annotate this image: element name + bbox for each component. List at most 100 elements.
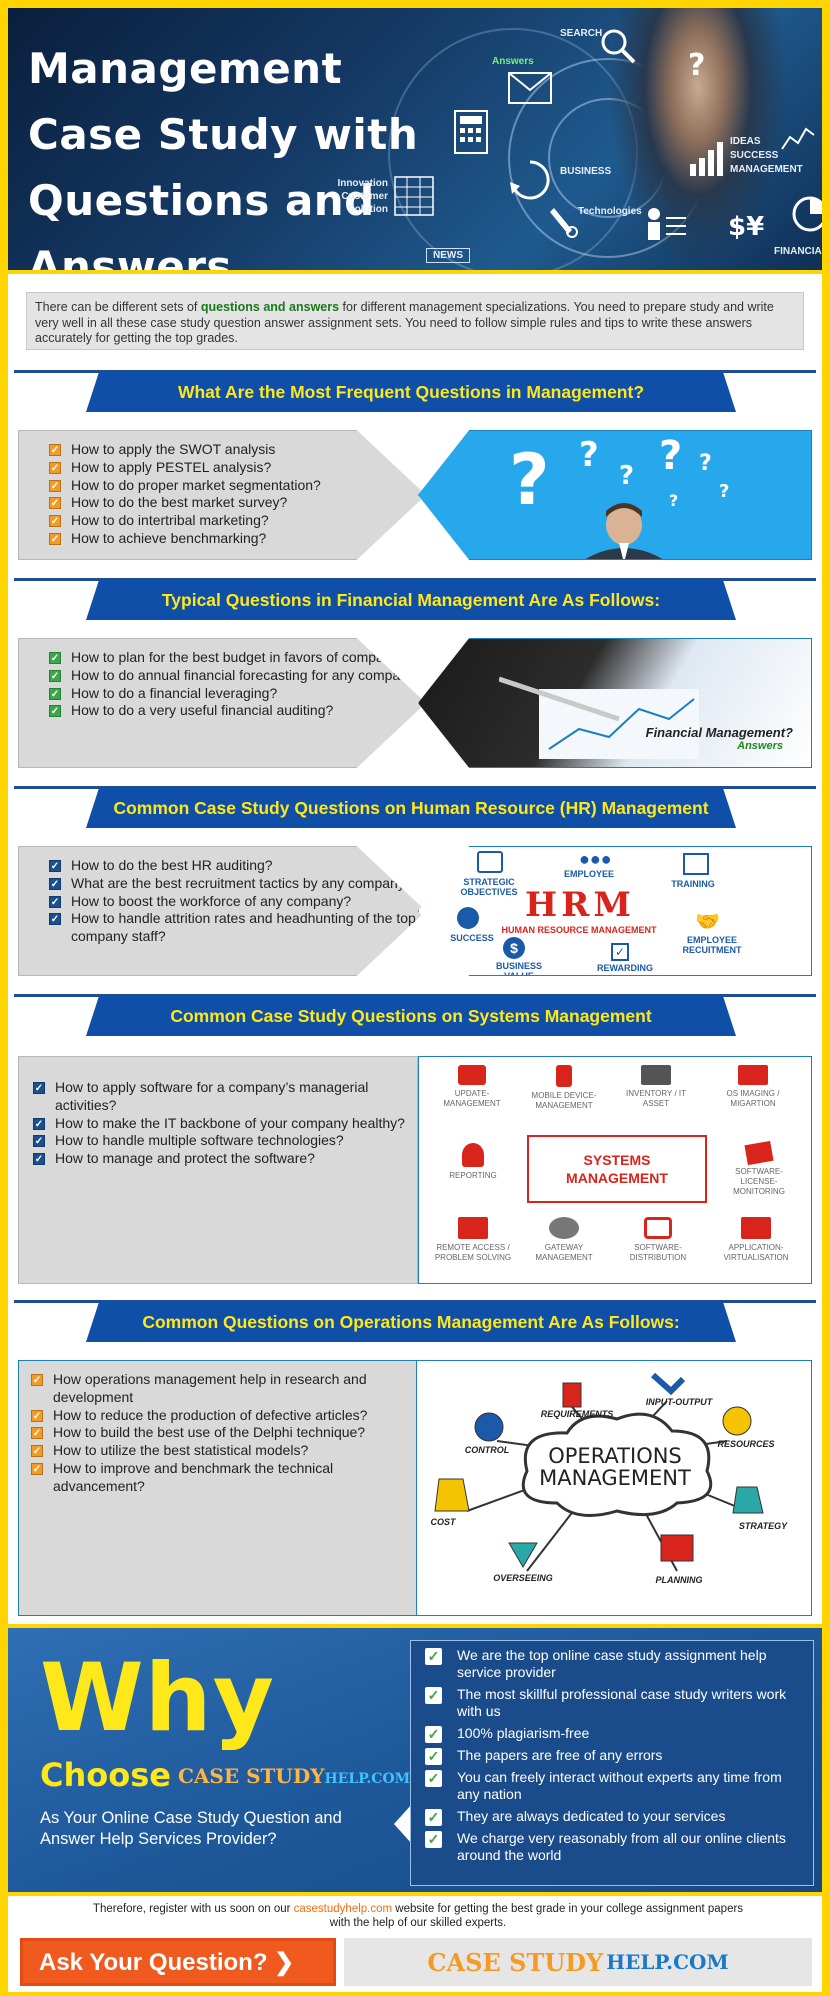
- system-tile: INVENTORY / IT ASSET: [621, 1065, 691, 1109]
- content-area: There can be different sets of questions…: [8, 274, 822, 1624]
- systems-management-diagram: SYSTEMS MANAGEMENT UPDATE-MANAGEMENT MOB…: [418, 1056, 812, 1284]
- section-divider: [14, 1300, 816, 1303]
- list-item: ✓How to improve and benchmark the techni…: [31, 1459, 334, 1494]
- envelope-icon: [508, 72, 552, 104]
- why-arrow-pointer: [394, 1804, 412, 1844]
- why-subtitle: As Your Online Case Study Question and A…: [40, 1809, 342, 1848]
- calculator-icon: [454, 110, 488, 154]
- gateway-icon: [549, 1217, 579, 1239]
- list-item: ✓How to apply software for a company’s m…: [33, 1079, 369, 1113]
- list-item: ✓What are the best recruitment tactics b…: [49, 874, 413, 891]
- hrm-node: BUSINESS VALUE: [495, 961, 542, 976]
- systems-center-label: SYSTEMS MANAGEMENT: [527, 1135, 707, 1203]
- ops-node: COST: [430, 1517, 456, 1527]
- check-icon: ✓: [425, 1831, 442, 1848]
- list-item: ✓How to do the best market survey?: [49, 494, 288, 511]
- thinking-man-image: [579, 503, 669, 559]
- check-icon: ✓: [49, 532, 61, 545]
- remote-icon: [458, 1217, 488, 1239]
- list-item: ✓How to do proper market segmentation?: [49, 476, 321, 493]
- person-icon: [462, 1143, 484, 1167]
- hrm-node: STRATEGIC OBJECTIVES: [460, 877, 518, 897]
- chart-paper-image: [499, 676, 699, 759]
- wrench-icon: [550, 208, 578, 238]
- ask-question-button[interactable]: Ask Your Question? ❯: [20, 1938, 336, 1986]
- question-mark-icon: ?: [619, 461, 635, 491]
- financial-label: FINANCIAL: [774, 246, 822, 257]
- solution-label: Solution: [348, 204, 388, 215]
- section-heading: Common Case Study Questions on Human Res…: [86, 788, 736, 828]
- header-banner: Management Case Study with Questions and…: [8, 8, 822, 270]
- dollar-icon: $: [503, 937, 525, 959]
- list-item: ✓How to boost the workforce of any compa…: [49, 892, 352, 909]
- answers-caption: Answers: [737, 740, 783, 752]
- casestudyhelp-logo: CASE STUDYHELP.COM: [178, 1764, 411, 1788]
- hrm-title: HRM: [524, 885, 635, 925]
- financial-documents-image: Financial Management? Answers: [418, 638, 812, 768]
- line-chart-icon: [781, 127, 815, 150]
- check-icon: ✓: [31, 1445, 43, 1458]
- questions-panel-financial: ✓How to plan for the best budget in favo…: [18, 638, 426, 768]
- handshake-icon: 🤝: [695, 911, 720, 933]
- list-item: ✓The most skillful professional case stu…: [425, 1686, 803, 1720]
- question-mark-icon: ?: [688, 48, 706, 83]
- questions-panel-frequent: ✓How to apply the SWOT analysis ✓How to …: [18, 430, 426, 560]
- training-icon: [683, 853, 709, 875]
- laptop-icon: [641, 1065, 671, 1085]
- check-icon: ✓: [49, 444, 61, 456]
- check-icon: ✓: [49, 860, 61, 872]
- search-label: SEARCH: [560, 28, 603, 39]
- system-tile: APPLICATION-VIRTUALISATION: [713, 1217, 799, 1263]
- section-divider: [14, 370, 816, 373]
- list-item: ✓The papers are free of any errors: [425, 1747, 803, 1765]
- check-icon: ✓: [425, 1809, 442, 1826]
- system-tile: SOFTWARE-DISTRIBUTION: [621, 1217, 695, 1263]
- bar-chart-icon: [690, 142, 723, 176]
- ops-node: RESOURCES: [717, 1439, 775, 1449]
- system-tile: GATEWAY MANAGEMENT: [529, 1217, 599, 1263]
- checkbox-icon: ✓: [611, 943, 629, 961]
- system-tile: REMOTE ACCESS / PROBLEM SOLVING: [431, 1217, 515, 1263]
- operations-cloud: [434, 1372, 764, 1572]
- check-icon: ✓: [33, 1135, 45, 1148]
- list-item: ✓How operations management help in resea…: [31, 1371, 367, 1405]
- businessman-image: [608, 8, 788, 270]
- check-icon: ✓: [31, 1462, 43, 1475]
- list-item: ✓How to build the best use of the Delphi…: [31, 1424, 366, 1441]
- ops-node: PLANNING: [655, 1575, 703, 1585]
- virtual-icon: [741, 1217, 771, 1239]
- why-heading: Why: [40, 1644, 275, 1753]
- ops-node: STRATEGY: [738, 1521, 788, 1531]
- ideas-label: IDEAS: [730, 136, 761, 147]
- list-item: ✓They are always dedicated to your servi…: [425, 1808, 803, 1826]
- site-link[interactable]: casestudyhelp.com: [293, 1903, 393, 1915]
- news-label: NEWS: [426, 248, 470, 263]
- check-icon: ✓: [33, 1082, 45, 1094]
- questions-panel-operations: ✓How operations management help in resea…: [18, 1360, 418, 1616]
- question-marks-image: ? ? ? ? ? ? ?: [418, 430, 812, 560]
- list-item: ✓How to do annual financial forecasting …: [49, 666, 423, 683]
- license-icon: [744, 1140, 774, 1166]
- choose-heading: Choose: [40, 1756, 171, 1794]
- system-tile: SOFTWARE-LICENSE-MONITORING: [719, 1140, 799, 1197]
- ops-node: CONTROL: [464, 1445, 510, 1455]
- list-item: ✓How to apply PESTEL analysis?: [49, 458, 272, 475]
- pie-icon: [792, 196, 822, 232]
- question-mark-icon: ?: [509, 439, 550, 521]
- hrm-node: EMPLOYEE: [563, 869, 614, 879]
- check-icon: ✓: [49, 913, 61, 926]
- question-mark-icon: ?: [669, 491, 679, 510]
- question-mark-icon: ?: [719, 481, 730, 502]
- list-item: ✓How to do a financial leveraging?: [49, 684, 278, 701]
- cart-icon: [644, 1217, 672, 1239]
- check-icon: ✓: [425, 1748, 442, 1765]
- innovation-label: Innovation: [337, 178, 388, 189]
- page-title: Management Case Study with Questions and…: [28, 44, 419, 270]
- business-label: BUSINESS: [560, 166, 612, 177]
- employee-icon: ●●●: [579, 849, 612, 869]
- recycle-icon: [510, 160, 550, 200]
- check-icon: ✓: [49, 877, 61, 890]
- list-item: ✓We are the top online case study assign…: [425, 1647, 803, 1681]
- management-label: MANAGEMENT: [730, 164, 803, 175]
- spreadsheet-icon: [394, 176, 434, 216]
